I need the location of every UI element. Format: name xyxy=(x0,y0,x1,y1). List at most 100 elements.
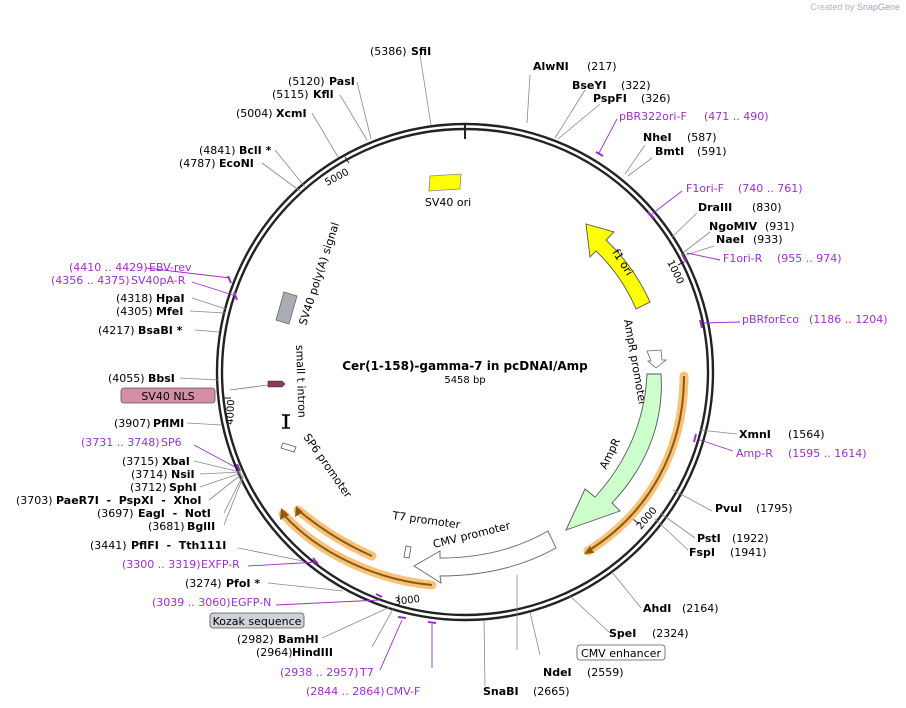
site-paer7i[interactable]: (3703)PaeR7I - PspXI - XhoI xyxy=(16,494,201,507)
svg-text:(5386): (5386) xyxy=(370,45,407,58)
site-sfii[interactable]: (5386) SfiI xyxy=(370,45,431,58)
svg-text:SpeI: SpeI xyxy=(609,627,636,640)
site-econi[interactable]: (4787)EcoNI xyxy=(179,157,254,170)
site-snabi[interactable]: SnaBI(2665) xyxy=(483,685,570,698)
site-pfoi[interactable]: (3274) PfoI * xyxy=(185,577,260,590)
site-sphi[interactable]: (3712)SphI xyxy=(130,481,197,494)
feature-f1-ori[interactable]: f1 ori xyxy=(585,223,651,310)
site-alwni[interactable]: AlwNI (217) xyxy=(533,60,617,73)
svg-text:(5004): (5004) xyxy=(236,107,273,120)
site-bbsi[interactable]: (4055)BbsI xyxy=(108,372,175,385)
feature-sv40-nls-marker[interactable] xyxy=(229,380,286,391)
svg-text:(3274): (3274) xyxy=(185,577,222,590)
kozak-sequence-label[interactable]: Kozak sequence xyxy=(209,612,305,629)
svg-text:HindIII: HindIII xyxy=(292,646,333,659)
sv40-nls-label[interactable]: SV40 NLS xyxy=(120,387,216,404)
svg-text:XcmI: XcmI xyxy=(276,107,307,120)
svg-text:XbaI: XbaI xyxy=(162,455,190,468)
site-bmti[interactable]: BmtI(591) xyxy=(655,145,727,158)
site-pvui[interactable]: PvuI(1795) xyxy=(715,502,793,515)
site-spei[interactable]: SpeI(2324) xyxy=(609,627,689,640)
primer-marks xyxy=(227,151,703,624)
svg-text:(2844 .. 2864): (2844 .. 2864) xyxy=(306,685,385,698)
primer-t7[interactable]: (2938 .. 2957)T7 xyxy=(280,666,374,679)
svg-text:(2982): (2982) xyxy=(237,633,274,646)
primer-pbr322ori-f[interactable]: pBR322ori-F(471 .. 490) xyxy=(619,110,769,123)
snapgene-credit: Created by SnapGene xyxy=(810,2,900,12)
site-kfli[interactable]: (5115)KflI xyxy=(272,88,334,101)
site-xmni[interactable]: XmnI(1564) xyxy=(739,428,825,441)
site-psti[interactable]: PstI(1922) xyxy=(697,532,769,545)
site-labels-left: (2964)HindIII (2982)BamHI (3274) PfoI * (… xyxy=(16,45,431,659)
svg-text:pBRforEco: pBRforEco xyxy=(742,313,799,326)
site-ahdi[interactable]: AhdI(2164) xyxy=(643,602,719,615)
site-bsabi[interactable]: (4217)BsaBI * xyxy=(98,324,183,337)
svg-text:SfiI: SfiI xyxy=(411,45,431,58)
site-pasi[interactable]: (5120)PasI xyxy=(288,75,355,88)
primer-amp-r[interactable]: Amp-R(1595 .. 1614) xyxy=(736,447,867,460)
feature-sp6-promoter[interactable]: SP6 promoter xyxy=(280,431,355,501)
site-mfei[interactable]: (4305)MfeI xyxy=(116,305,183,318)
svg-text:XmnI: XmnI xyxy=(739,428,771,441)
primer-pbrforeco[interactable]: pBRforEco(1186 .. 1204) xyxy=(742,313,888,326)
primer-f1ori-f[interactable]: F1ori-F(740 .. 761) xyxy=(686,182,803,195)
primer-exfp-r[interactable]: (3300 .. 3319)EXFP-R xyxy=(122,558,240,571)
svg-text:AlwNI: AlwNI xyxy=(533,60,569,73)
svg-text:(931): (931) xyxy=(765,220,795,233)
svg-text:(740 .. 761): (740 .. 761) xyxy=(738,182,803,195)
svg-text:EGFP-N: EGFP-N xyxy=(231,596,271,609)
svg-text:(3681): (3681) xyxy=(148,520,185,533)
site-draiii[interactable]: DraIII(830) xyxy=(698,201,782,214)
svg-text:NdeI: NdeI xyxy=(543,666,572,679)
site-bcli[interactable]: (4841)BclI * xyxy=(199,144,272,157)
site-hindiii[interactable]: (2964)HindIII xyxy=(256,646,333,659)
feature-ampr[interactable]: AmpR xyxy=(565,373,662,531)
svg-text:T7 promoter: T7 promoter xyxy=(391,509,462,532)
svg-text:(4410 .. 4429): (4410 .. 4429) xyxy=(69,261,148,274)
site-pflmi[interactable]: (3907)PflMI xyxy=(114,417,184,430)
svg-text:CMV enhancer: CMV enhancer xyxy=(581,647,661,660)
svg-text:SV40 NLS: SV40 NLS xyxy=(141,390,194,403)
svg-text:PfoI *: PfoI * xyxy=(226,577,260,590)
site-nsii[interactable]: (3714)NsiI xyxy=(131,468,195,481)
site-nhei[interactable]: NheI(587) xyxy=(643,131,717,144)
feature-small-t-intron[interactable]: small t intron xyxy=(282,345,309,429)
site-xbai[interactable]: (3715)XbaI xyxy=(122,455,190,468)
svg-text:SV40 poly(A) signal: SV40 poly(A) signal xyxy=(296,221,342,327)
svg-text:SV40 ori: SV40 ori xyxy=(425,196,471,209)
svg-text:(830): (830) xyxy=(752,201,782,214)
primer-cmv-f[interactable]: (2844 .. 2864)CMV-F xyxy=(306,685,420,698)
site-bglii[interactable]: (3681)BglII xyxy=(148,520,215,533)
site-pflfi[interactable]: (3441)PflFI - Tth111I xyxy=(90,539,226,552)
site-hpai[interactable]: (4318)HpaI xyxy=(116,292,185,305)
feature-sv40-ori[interactable]: SV40 ori xyxy=(425,173,471,209)
svg-text:(3703): (3703) xyxy=(16,494,53,507)
site-fspi[interactable]: FspI(1941) xyxy=(689,546,767,559)
primer-egfp-n[interactable]: (3039 .. 3060)EGFP-N xyxy=(152,596,271,609)
site-ndei[interactable]: NdeI(2559) xyxy=(543,666,624,679)
svg-text:pBR322ori-F: pBR322ori-F xyxy=(619,110,687,123)
svg-text:SV40pA-R: SV40pA-R xyxy=(131,274,186,287)
site-xcmi[interactable]: (5004)XcmI xyxy=(236,107,307,120)
site-ngomiv[interactable]: NgoMIV(931) xyxy=(709,220,795,233)
svg-text:PaeR7I - PspXI - XhoI: PaeR7I - PspXI - XhoI xyxy=(56,494,201,507)
primer-sv40pa-r[interactable]: (4356 .. 4375)SV40pA-R xyxy=(51,274,186,287)
primer-sp6[interactable]: (3731 .. 3748)SP6 xyxy=(81,436,182,449)
site-eagi[interactable]: (3697)EagI - NotI xyxy=(97,507,211,520)
feature-sv40-polya[interactable]: SV40 poly(A) signal xyxy=(275,221,342,327)
site-naei[interactable]: NaeI(933) xyxy=(716,233,783,246)
site-bamhi[interactable]: (2982)BamHI xyxy=(237,633,319,646)
svg-text:(3697): (3697) xyxy=(97,507,134,520)
svg-text:(2938 .. 2957): (2938 .. 2957) xyxy=(280,666,359,679)
svg-text:EcoNI: EcoNI xyxy=(219,157,254,170)
primer-f1ori-r[interactable]: F1ori-R(955 .. 974) xyxy=(723,252,842,265)
svg-text:(217): (217) xyxy=(587,60,617,73)
cmv-enhancer-label[interactable]: CMV enhancer xyxy=(576,644,666,661)
svg-text:HpaI: HpaI xyxy=(156,292,185,305)
site-bseyi[interactable]: BseYI(322) xyxy=(572,79,651,92)
svg-text:AhdI: AhdI xyxy=(643,602,671,615)
primer-ebv-rev[interactable]: (4410 .. 4429)EBV-rev xyxy=(69,261,192,274)
feature-cmv-promoter[interactable]: CMV promoter xyxy=(413,519,557,584)
svg-text:(3714): (3714) xyxy=(131,468,168,481)
site-pspfi[interactable]: PspFI(326) xyxy=(593,92,671,105)
